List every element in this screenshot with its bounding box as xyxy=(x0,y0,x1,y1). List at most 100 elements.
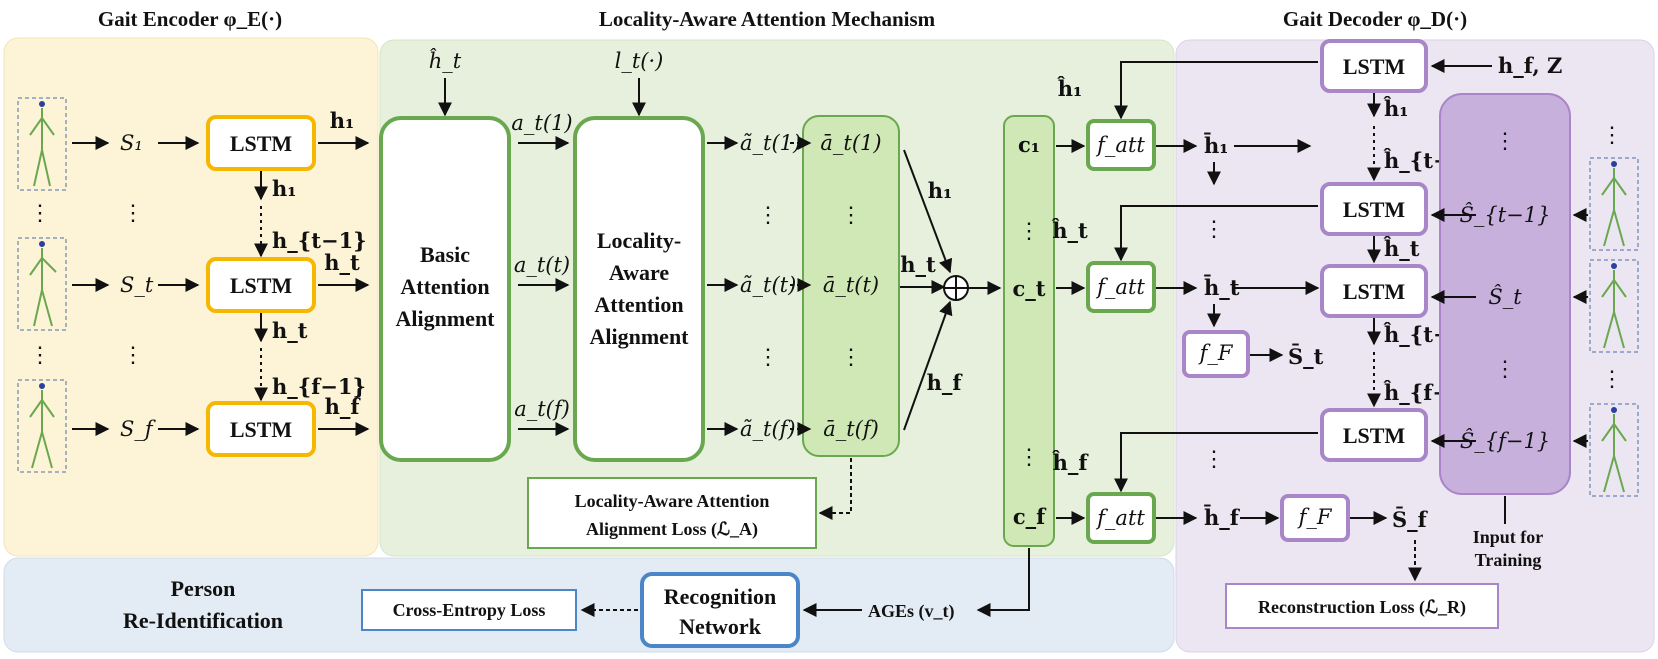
encoder-lstm-1: LSTM xyxy=(206,115,316,171)
svg-text:LSTM: LSTM xyxy=(1343,54,1406,79)
svg-text:Basic: Basic xyxy=(420,242,470,267)
att-hf: h_f xyxy=(927,370,964,395)
dec-bar-hf: h̄_f xyxy=(1204,505,1241,530)
ellipsis: ⋮ xyxy=(122,343,144,368)
basic-attention-box: Basic Attention Alignment xyxy=(379,116,511,462)
skeleton-frame-3 xyxy=(17,379,67,473)
enc-out-hf: h_f xyxy=(325,394,362,419)
dec-bar-h1: h̄₁ xyxy=(1204,133,1229,158)
skeleton-frame-dec-3 xyxy=(1589,403,1639,497)
svg-text:Recognition: Recognition xyxy=(664,584,776,609)
svg-text:Alignment: Alignment xyxy=(590,324,690,349)
att-label: a_t(t) xyxy=(514,253,570,277)
attention-title: Locality-Aware Attention Mechanism xyxy=(599,7,936,31)
fatt-box-1: f_att xyxy=(1086,119,1156,171)
svg-text:Locality-Aware Attention: Locality-Aware Attention xyxy=(575,491,770,511)
s1-label: S₁ xyxy=(120,131,143,155)
encoder-title: Gait Encoder φ_E(·) xyxy=(98,7,282,31)
ellipsis: ⋮ xyxy=(1203,217,1225,242)
fatt-box-t: f_att xyxy=(1086,261,1156,313)
svg-text:f_att: f_att xyxy=(1095,275,1145,299)
svg-text:Reconstruction Loss (ℒ_R): Reconstruction Loss (ℒ_R) xyxy=(1258,597,1466,618)
locality-loss-box: Locality-Aware Attention Alignment Loss … xyxy=(527,477,817,549)
ellipsis: ⋮ xyxy=(1601,367,1623,392)
dec-bar-Sf: S̄_f xyxy=(1392,507,1429,532)
svg-text:Aware: Aware xyxy=(609,260,670,285)
encoder-lstm-t: LSTM xyxy=(206,257,316,313)
svg-text:f_F: f_F xyxy=(1198,341,1234,365)
ellipsis: ⋮ xyxy=(757,345,779,370)
encoder-region xyxy=(3,37,379,557)
decoder-title: Gait Decoder φ_D(·) xyxy=(1283,7,1467,31)
skeleton-frame-dec-1 xyxy=(1589,157,1639,251)
svg-text:⋮: ⋮ xyxy=(840,345,862,370)
input-training-l1: Input for xyxy=(1473,527,1544,547)
svg-text:ā_t(f): ā_t(f) xyxy=(823,417,879,441)
svg-text:Alignment: Alignment xyxy=(396,306,496,331)
svg-text:Attention: Attention xyxy=(400,274,489,299)
enc-htm1: h_{t−1} xyxy=(272,228,367,253)
svg-text:c₁: c₁ xyxy=(1018,132,1040,157)
bar-a-column: ā_t(1) ⋮ ā_t(t) ⋮ ā_t(f) xyxy=(802,115,900,457)
svg-text:⋮: ⋮ xyxy=(1018,219,1040,244)
dec-bar-ht: h̄_t xyxy=(1204,275,1240,300)
enc-out-ht: h_t xyxy=(324,250,360,275)
sum-operator xyxy=(943,275,969,301)
decoder-lstm-fm1: LSTM xyxy=(1320,408,1428,462)
svg-text:LSTM: LSTM xyxy=(230,131,293,156)
svg-text:Cross-Entropy Loss: Cross-Entropy Loss xyxy=(393,600,546,620)
sf-label: S_f xyxy=(120,417,156,441)
fF-box-t: f_F xyxy=(1182,330,1250,378)
dec-hat-h1-down: ĥ₁ xyxy=(1383,96,1408,121)
hat-ht-input: ĥ_t xyxy=(429,49,462,73)
locality-attention-box: Locality- Aware Attention Alignment xyxy=(573,116,705,462)
svg-text:LSTM: LSTM xyxy=(1343,197,1406,222)
hf-z-input: h_f, Z xyxy=(1498,53,1562,78)
svg-text:LSTM: LSTM xyxy=(230,417,293,442)
bottom-region xyxy=(3,557,1175,653)
training-input-column: ⋮ Ŝ_{t−1} Ŝ_t ⋮ Ŝ_{f−1} xyxy=(1439,93,1571,495)
reconstruction-loss-box: Reconstruction Loss (ℒ_R) xyxy=(1225,583,1499,629)
svg-text:⋮: ⋮ xyxy=(1018,445,1040,470)
ellipsis: ⋮ xyxy=(122,201,144,226)
tilde-att: ã_t(t) xyxy=(740,273,796,297)
tilde-atf: ã_t(f) xyxy=(740,417,796,441)
context-column: c₁ ⋮ c_t ⋮ c_f xyxy=(1003,115,1055,547)
at1-label: a_t(1) xyxy=(511,111,572,135)
svg-text:LSTM: LSTM xyxy=(1343,423,1406,448)
svg-text:f_F: f_F xyxy=(1297,505,1333,529)
dec-hat-ht-down: ĥ_t xyxy=(1383,236,1420,261)
ellipsis: ⋮ xyxy=(29,343,51,368)
svg-text:Alignment Loss (ℒ_A): Alignment Loss (ℒ_A) xyxy=(586,519,758,540)
svg-text:Ŝ_t: Ŝ_t xyxy=(1488,284,1522,309)
skeleton-frame-1 xyxy=(17,97,67,191)
svg-text:⋮: ⋮ xyxy=(840,203,862,228)
svg-text:ā_t(t): ā_t(t) xyxy=(823,273,879,297)
enc-out-h1: h₁ xyxy=(330,108,354,133)
svg-text:LSTM: LSTM xyxy=(230,273,293,298)
enc-h1-down: h₁ xyxy=(272,176,296,201)
dec-bar-St: S̄_t xyxy=(1288,344,1324,369)
person-reid-l1: Person xyxy=(171,576,236,601)
svg-text:Attention: Attention xyxy=(594,292,683,317)
enc-ht-down: h_t xyxy=(272,318,308,343)
st-label: S_t xyxy=(120,273,154,297)
dec-hat-h1: ĥ₁ xyxy=(1057,76,1082,101)
input-training-l2: Training xyxy=(1475,550,1542,570)
svg-text:Network: Network xyxy=(679,614,762,639)
ages-label: AGEs (v_t) xyxy=(868,601,955,622)
svg-text:c_f: c_f xyxy=(1013,504,1047,529)
decoder-lstm-tm1: LSTM xyxy=(1320,182,1428,236)
svg-text:c_t: c_t xyxy=(1013,276,1046,301)
svg-text:⋮: ⋮ xyxy=(1494,357,1516,382)
cross-entropy-loss-box: Cross-Entropy Loss xyxy=(361,589,577,631)
ellipsis: ⋮ xyxy=(757,203,779,228)
svg-text:ā_t(1): ā_t(1) xyxy=(820,131,881,155)
encoder-lstm-f: LSTM xyxy=(206,401,316,457)
svg-text:f_att: f_att xyxy=(1095,506,1145,530)
person-reid-l2: Re-Identification xyxy=(123,608,283,633)
atf-label: a_t(f) xyxy=(514,397,570,421)
svg-text:LSTM: LSTM xyxy=(1343,279,1406,304)
svg-text:Locality-: Locality- xyxy=(597,228,681,253)
